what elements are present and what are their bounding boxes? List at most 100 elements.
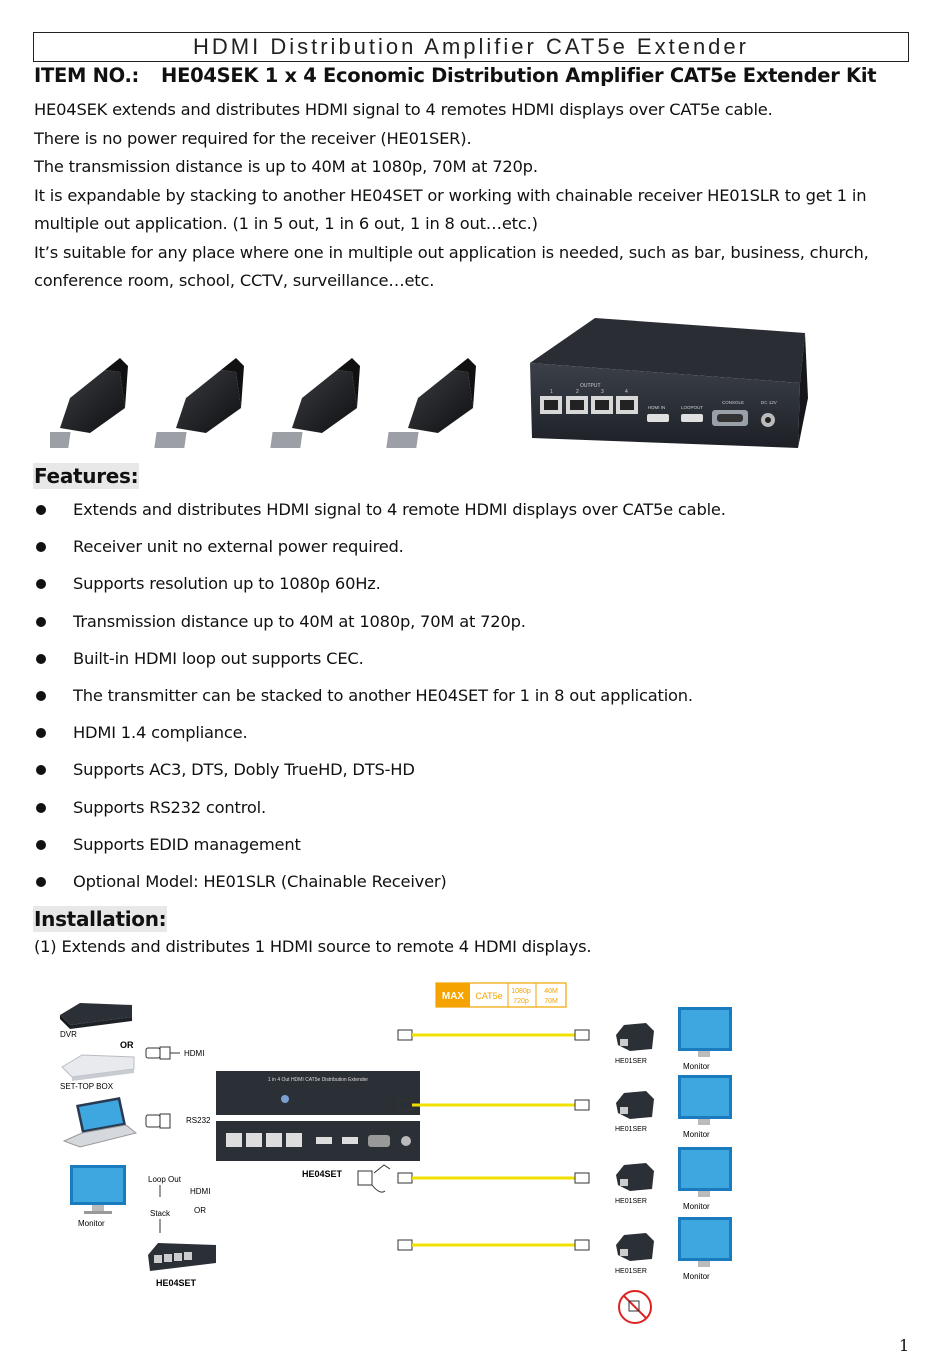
cable-line: [397, 1172, 590, 1184]
list-item: Supports AC3, DTS, Dobly TrueHD, DTS-HD: [34, 756, 914, 793]
stb-label: SET-TOP BOX: [60, 1082, 114, 1091]
receiver-dongle-photo: [270, 358, 360, 448]
item-name: HE04SEK 1 x 4 Economic Distribution Ampl…: [161, 64, 877, 87]
list-item: HDMI 1.4 compliance.: [34, 719, 914, 756]
set-top-box-device: [61, 1054, 135, 1081]
feature-text: Supports resolution up to 1080p 60Hz.: [73, 574, 381, 594]
item-number-line: ITEM NO.: HE04SEK 1 x 4 Economic Distribu…: [34, 64, 877, 87]
page-title: HDMI Distribution Amplifier CAT5e Extend…: [33, 32, 909, 62]
stacked-transmitter-device: [148, 1243, 216, 1271]
bullet-icon: [36, 505, 46, 515]
badge-text: 40M: [544, 988, 558, 995]
dvr-device: [60, 1003, 132, 1029]
feature-text: The transmitter can be stacked to anothe…: [73, 685, 693, 705]
stack-label: Stack: [150, 1209, 171, 1218]
cable-line: [397, 1099, 590, 1111]
bullet-icon: [36, 876, 46, 887]
no-power-icon: [618, 1290, 652, 1324]
loop-out-label: Loop Out: [148, 1175, 182, 1184]
dvr-label: DVR: [60, 1030, 77, 1039]
transmitter-device: 1 in 4 Out HDMI CAT5e Distribution Exten…: [216, 1071, 420, 1161]
receiver-group: HE01SER Monitor: [615, 1075, 732, 1139]
feature-text: Optional Model: HE01SLR (Chainable Recei…: [73, 871, 447, 891]
monitor-label: Monitor: [683, 1202, 710, 1211]
receiver-group: HE01SER Monitor: [615, 1147, 732, 1211]
receiver-label: HE01SER: [615, 1198, 647, 1205]
receiver-dongle-photo: [50, 358, 128, 448]
receiver-label: HE01SER: [615, 1268, 647, 1275]
features-list: Extends and distributes HDMI signal to 4…: [34, 496, 914, 905]
bullet-icon: [36, 616, 46, 627]
bullet-icon: [36, 802, 46, 813]
list-item: Supports RS232 control.: [34, 794, 914, 831]
bullet-icon: [36, 728, 46, 739]
serial-plug-icon: [145, 1113, 171, 1129]
list-item: The transmitter can be stacked to anothe…: [34, 682, 914, 719]
transmitter-photo: OUTPUT 1 2 3 4 HDMI IN LOOPOUT CONSOLE D…: [530, 318, 808, 448]
feature-text: Built-in HDMI loop out supports CEC.: [73, 648, 364, 668]
rs232-label: RS232: [186, 1116, 211, 1125]
cable-line: [397, 1029, 590, 1041]
list-item: Optional Model: HE01SLR (Chainable Recei…: [34, 868, 914, 905]
or-label: OR: [120, 1040, 134, 1050]
port-label: HDMI IN: [648, 405, 665, 410]
feature-text: Extends and distributes HDMI signal to 4…: [73, 500, 726, 519]
receiver-dongle-photo: [386, 358, 476, 448]
transmitter-label: HE04SET: [302, 1169, 343, 1179]
feature-text: Supports EDID management: [73, 834, 301, 854]
receiver-label: HE01SER: [615, 1058, 647, 1065]
receiver-dongle-photo: [154, 358, 244, 448]
max-distance-badge: MAX CAT5e 1080p 720p 40M 70M: [435, 982, 567, 1008]
port-label: 3: [601, 389, 604, 395]
intro-text: HE04SEK extends and distributes HDMI sig…: [34, 96, 914, 296]
monitor-label: Monitor: [78, 1219, 105, 1228]
power-adapter-icon: [357, 1164, 391, 1193]
monitor-icon: [70, 1165, 126, 1214]
port-label: OUTPUT: [580, 383, 601, 389]
item-number-label: ITEM NO.:: [34, 64, 140, 87]
port-label: DC 12V: [761, 400, 777, 405]
or-label: OR: [194, 1206, 206, 1215]
intro-paragraph: There is no power required for the recei…: [34, 128, 472, 148]
feature-text: Transmission distance up to 40M at 1080p…: [73, 611, 526, 631]
port-label: 4: [625, 389, 628, 395]
port-label: 2: [576, 389, 579, 395]
page-number: 1: [899, 1336, 910, 1355]
feature-text: HDMI 1.4 compliance.: [73, 723, 248, 743]
hdmi-label: HDMI: [190, 1187, 210, 1196]
bullet-icon: [36, 653, 46, 664]
list-item: Receiver unit no external power required…: [34, 533, 914, 570]
receiver-group: HE01SER Monitor: [615, 1217, 732, 1281]
badge-text: 1080p: [511, 988, 531, 995]
feature-text: Receiver unit no external power required…: [73, 537, 404, 557]
badge-text: MAX: [442, 991, 465, 1002]
intro-paragraph: It’s suitable for any place where one in…: [34, 242, 869, 291]
monitor-label: Monitor: [683, 1062, 710, 1071]
list-item: Supports resolution up to 1080p 60Hz.: [34, 570, 914, 607]
badge-text: 70M: [544, 998, 558, 1005]
features-heading: Features:: [33, 463, 140, 489]
intro-paragraph: The transmission distance is up to 40M a…: [34, 157, 538, 176]
badge-text: 720p: [513, 998, 529, 1005]
list-item: Supports EDID management: [34, 831, 914, 868]
bullet-icon: [36, 839, 46, 850]
intro-paragraph: It is expandable by stacking to another …: [34, 185, 867, 234]
hdmi-plug-icon: [145, 1046, 180, 1060]
installation-heading: Installation:: [33, 906, 168, 932]
intro-paragraph: HE04SEK extends and distributes HDMI sig…: [34, 100, 773, 119]
feature-text: Supports AC3, DTS, Dobly TrueHD, DTS-HD: [73, 760, 415, 780]
product-photo: OUTPUT 1 2 3 4 HDMI IN LOOPOUT CONSOLE D…: [50, 318, 808, 448]
stacked-transmitter-label: HE04SET: [156, 1278, 197, 1288]
monitor-label: Monitor: [683, 1272, 710, 1281]
list-item: Transmission distance up to 40M at 1080p…: [34, 608, 914, 645]
feature-text: Supports RS232 control.: [73, 797, 266, 817]
bullet-icon: [36, 765, 46, 776]
installation-diagram: MAX CAT5e 1080p 720p 40M 70M DVR OR SET-…: [60, 982, 732, 1324]
monitor-label: Monitor: [683, 1130, 710, 1139]
laptop-device: [62, 1097, 138, 1148]
device-label: 1 in 4 Out HDMI CAT5e Distribution Exten…: [268, 1077, 369, 1083]
cable-line: [397, 1239, 590, 1251]
installation-step: (1) Extends and distributes 1 HDMI sourc…: [34, 937, 592, 956]
receiver-group: HE01SER Monitor: [615, 1007, 732, 1071]
hdmi-label: HDMI: [184, 1049, 204, 1058]
